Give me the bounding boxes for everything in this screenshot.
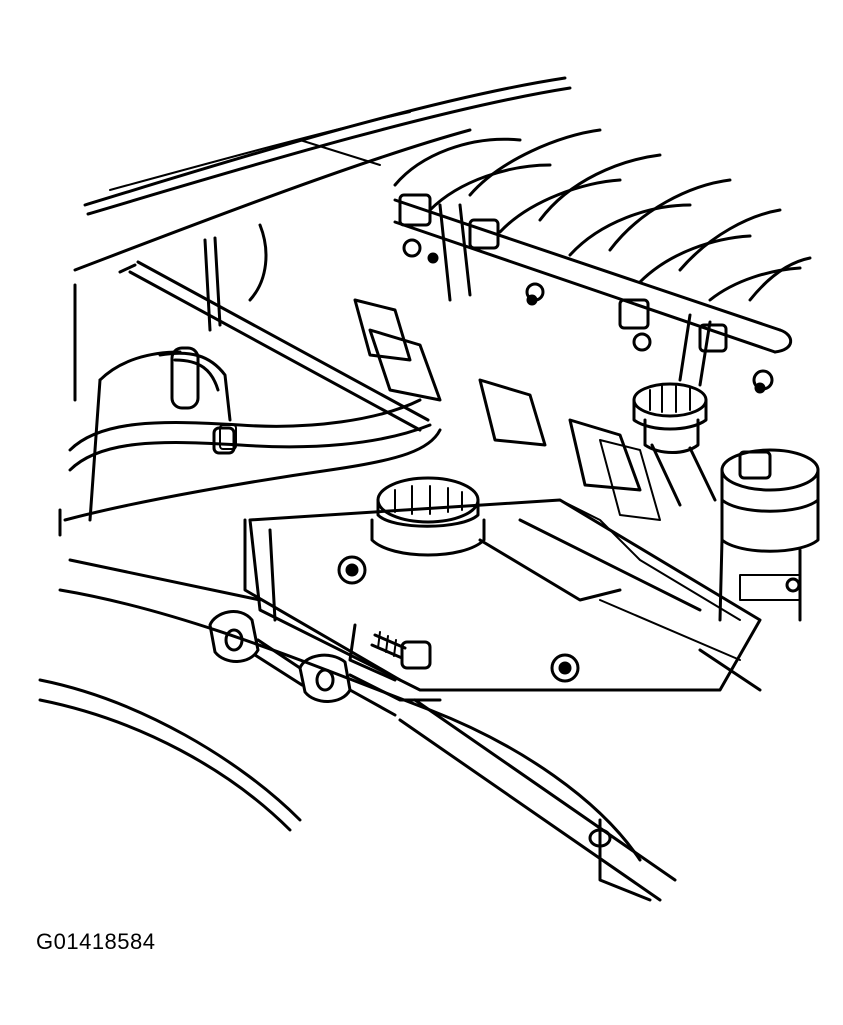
- mounting-nuts: [337, 555, 580, 683]
- reservoir-body: [243, 498, 762, 692]
- lower-fender: [38, 558, 762, 902]
- reservoir-cap: [370, 476, 486, 557]
- intake-manifold-runners: [393, 128, 812, 302]
- right-side-component: [718, 448, 820, 622]
- left-panel: [118, 223, 268, 450]
- mounting-bolt: [370, 631, 432, 670]
- hood-panel: [73, 76, 572, 432]
- fuel-injectors: [353, 238, 774, 521]
- coolant-hoses: [58, 346, 442, 537]
- fuel-rail: [393, 193, 793, 387]
- oil-fill-cap: [632, 382, 717, 507]
- figure-id-label: G01418584: [36, 929, 156, 954]
